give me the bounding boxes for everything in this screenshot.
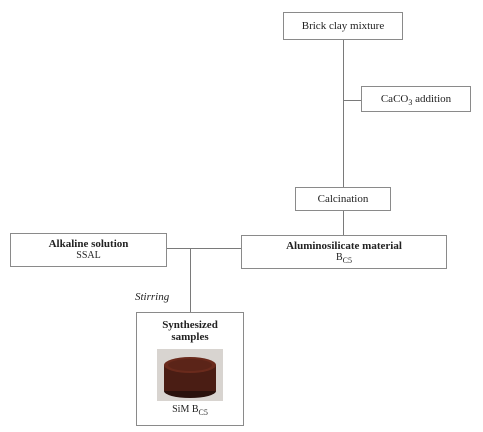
sample-caption: SiM BC5 [172,404,208,418]
caco3-subscript: 3 [408,98,413,108]
aluminosilicate-material-code: BC5 [335,252,352,266]
sample-pellet-image [164,357,216,399]
alkaline-solution-label: Alkaline solution [48,238,129,250]
synthesized-samples-box: Synthesized samples SiM BC5 [136,312,244,426]
connector-clay-to-calcination [343,40,344,187]
connector-calcination-to-material [343,211,344,235]
alkaline-solution-box: Alkaline solution SSAL [10,233,167,267]
aluminosilicate-material-label: Aluminosilicate material [286,240,402,252]
calcination-box: Calcination [295,187,391,211]
aluminosilicate-material-box: Aluminosilicate material BC5 [241,235,447,269]
connector-to-synthesized [190,248,191,312]
caco3-label: CaCO [380,93,409,105]
synthesized-label: Synthesized [162,319,218,331]
stirring-label: Stirring [135,291,170,303]
samples-label: samples [171,331,209,344]
connector-horizontal-join [167,248,241,249]
alkaline-solution-code: SSAL [76,250,101,262]
calcination-label: Calcination [317,193,369,205]
brick-clay-mixture-label: Brick clay mixture [301,20,385,32]
connector-to-caco3 [343,100,361,101]
caco3-addition-box: CaCO3 addition [361,86,471,112]
caco3-suffix: addition [412,93,452,105]
brick-clay-mixture-box: Brick clay mixture [283,12,403,40]
sample-photo [157,349,223,402]
